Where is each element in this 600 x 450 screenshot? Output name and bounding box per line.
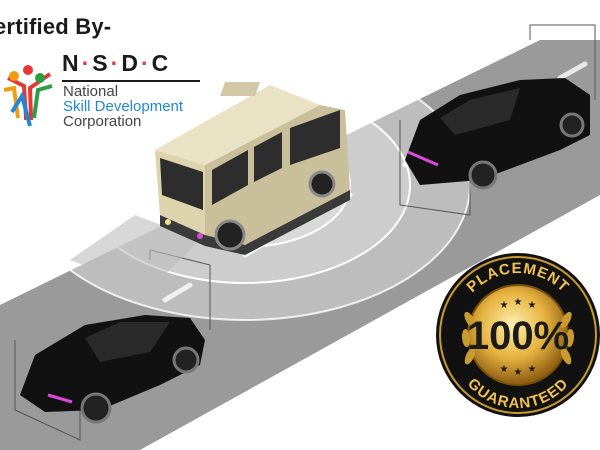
badge-percent: 100%	[467, 314, 569, 358]
certified-by-label: ertified By-	[0, 14, 112, 39]
nsdc-name-line: Skill Development	[63, 98, 184, 115]
nsdc-letter: N	[62, 50, 81, 76]
nsdc-letter: D	[121, 50, 140, 76]
svg-text:★: ★	[514, 367, 523, 378]
star-icon: ★ ★ ★ ★ ★ ★	[500, 297, 537, 378]
nsdc-divider	[62, 80, 200, 82]
nsdc-letter: C	[151, 50, 171, 76]
svg-text:★: ★	[528, 300, 537, 311]
nsdc-name-line: National	[63, 83, 119, 100]
nsdc-logo-icon	[3, 65, 53, 127]
svg-text:★: ★	[500, 300, 509, 311]
nsdc-letter: S	[92, 50, 110, 76]
laurel-icon	[461, 311, 575, 365]
svg-text:★: ★	[528, 364, 537, 375]
car-rear	[405, 78, 590, 190]
svg-text:★: ★	[500, 364, 509, 375]
car-front	[20, 315, 205, 424]
nsdc-letters: N·S·D·C	[62, 50, 171, 76]
nsdc-name-line: Corporation	[63, 113, 142, 130]
nsdc-full-name: National Skill Development Corporation	[63, 84, 213, 129]
minibus	[70, 82, 350, 290]
placement-guaranteed-badge: ★★★ ★★★ PLACEMENT 100% GUARANTEED	[436, 253, 600, 417]
svg-text:★: ★	[514, 297, 523, 308]
